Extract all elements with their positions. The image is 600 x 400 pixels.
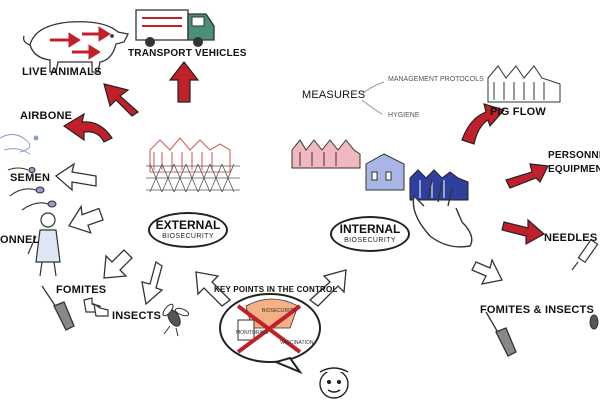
- truck-icon: [135, 9, 215, 47]
- label-fomites-insects: FOMITES & INSECTS: [480, 304, 595, 316]
- label-transport-vehicles: TRANSPORT VEHICLES: [128, 48, 247, 59]
- external-biosecurity-badge: EXTERNAL BIOSECURITY: [148, 212, 228, 248]
- label-personnel: ONNEL: [0, 234, 40, 246]
- boots-icon: [83, 297, 109, 317]
- fly-right-icon: [589, 314, 599, 330]
- internal-subtitle: BIOSECURITY: [344, 237, 396, 244]
- internal-farm-lightblue-icon: [365, 153, 405, 191]
- pig-flow-barn-icon: [487, 65, 561, 103]
- fence-icon: [146, 163, 240, 193]
- arrow-to-transport-icon: [168, 61, 200, 103]
- label-management-protocols: MANAGEMENT PROTOCOLS: [388, 76, 484, 83]
- arrow-to-fomites-icon: [103, 249, 133, 279]
- key-points-bubble: [219, 293, 321, 375]
- arrow-from-key-points-left-icon: [195, 271, 231, 307]
- bubble-label-monitoring: MONITORING: [236, 330, 269, 336]
- label-live-animals: LIVE ANIMALS: [22, 66, 102, 78]
- red-cross-icon: [236, 304, 302, 354]
- internal-biosecurity-badge: INTERNAL BIOSECURITY: [330, 216, 410, 252]
- arrow-to-live-animals-icon: [103, 83, 139, 117]
- label-airbone: AIRBONE: [20, 110, 73, 122]
- bubble-label-vaccination: VACCINATION: [280, 340, 314, 346]
- pig-icon: [22, 21, 129, 73]
- label-semen: SEMEN: [10, 172, 51, 184]
- label-pig-flow: PIG FLOW: [490, 106, 546, 118]
- arrow-to-airbone-icon: [62, 112, 113, 143]
- label-insects: INSECTS: [112, 310, 162, 322]
- external-farm-icon: [149, 137, 231, 173]
- measures-connector-icon: [361, 81, 385, 115]
- internal-farm-blue-icon: [409, 169, 469, 201]
- hand-icon: [412, 179, 473, 248]
- semen-icon: [7, 166, 57, 211]
- airbone-icon: [0, 134, 39, 155]
- arrow-to-pig-flow-icon: [461, 103, 506, 145]
- label-key-points: KEY POINTS IN THE CONTROL: [214, 285, 338, 294]
- arrow-from-key-points-right-icon: [308, 269, 347, 307]
- arrow-to-personnel-equipment-icon: [505, 163, 549, 189]
- label-needles: NEEDLES: [544, 232, 598, 244]
- arrow-to-personnel-icon: [68, 204, 104, 234]
- arrow-to-needles-icon: [501, 218, 546, 246]
- arrow-to-semen-icon: [54, 162, 97, 192]
- external-title: EXTERNAL: [155, 218, 221, 232]
- bubble-label-biosecurity: BIOSECURITY: [262, 308, 296, 314]
- needle-icon: [571, 238, 599, 271]
- label-hygiene: HYGIENE: [388, 112, 420, 119]
- external-subtitle: BIOSECURITY: [162, 233, 214, 240]
- label-personnel-right: PERSONNEL: [548, 150, 600, 161]
- pig-arrows-icon: [50, 26, 111, 60]
- shovel-icon: [41, 285, 75, 331]
- arrow-to-fomites-insects-icon: [471, 258, 503, 285]
- presenter-icon: [319, 367, 349, 399]
- arrow-to-insects-icon: [141, 260, 164, 306]
- internal-title: INTERNAL: [339, 222, 401, 236]
- shovel-right-icon: [485, 311, 517, 357]
- internal-farm-pink-icon: [291, 139, 361, 169]
- label-measures: MEASURES: [302, 89, 366, 101]
- fly-icon: [162, 303, 190, 337]
- person-icon: [27, 212, 61, 277]
- label-equipment: EQUIPMENT: [548, 164, 600, 175]
- label-fomites: FOMITES: [56, 284, 107, 296]
